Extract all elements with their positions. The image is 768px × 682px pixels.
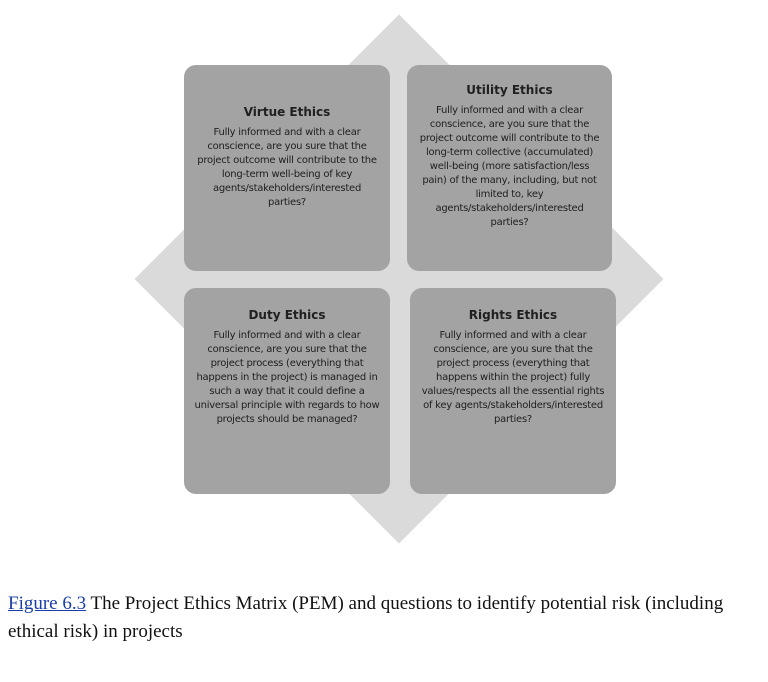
rights-ethics-title: Rights Ethics <box>468 308 558 322</box>
figure-link[interactable]: Figure 6.3 <box>8 593 87 614</box>
project-ethics-matrix-figure: Virtue Ethics Fully informed and with a … <box>134 14 664 544</box>
utility-ethics-box: Utility Ethics Fully informed and with a… <box>407 65 612 271</box>
utility-ethics-question: Fully informed and with a clear conscien… <box>419 105 600 228</box>
virtue-ethics-title: Virtue Ethics <box>243 105 331 119</box>
utility-ethics-title: Utility Ethics <box>466 83 553 97</box>
virtue-ethics-question: Fully informed and with a clear conscien… <box>197 127 377 208</box>
duty-ethics-title: Duty Ethics <box>248 308 326 322</box>
caption-text: The Project Ethics Matrix (PEM) and ques… <box>8 593 724 642</box>
figure-caption: Figure 6.3 The Project Ethics Matrix (PE… <box>8 590 748 646</box>
virtue-ethics-box: Virtue Ethics Fully informed and with a … <box>184 65 390 271</box>
duty-ethics-box: Duty Ethics Fully informed and with a cl… <box>184 288 390 494</box>
rights-ethics-box: Rights Ethics Fully informed and with a … <box>410 288 616 494</box>
rights-ethics-question: Fully informed and with a clear conscien… <box>421 330 605 425</box>
duty-ethics-question: Fully informed and with a clear conscien… <box>194 330 380 425</box>
